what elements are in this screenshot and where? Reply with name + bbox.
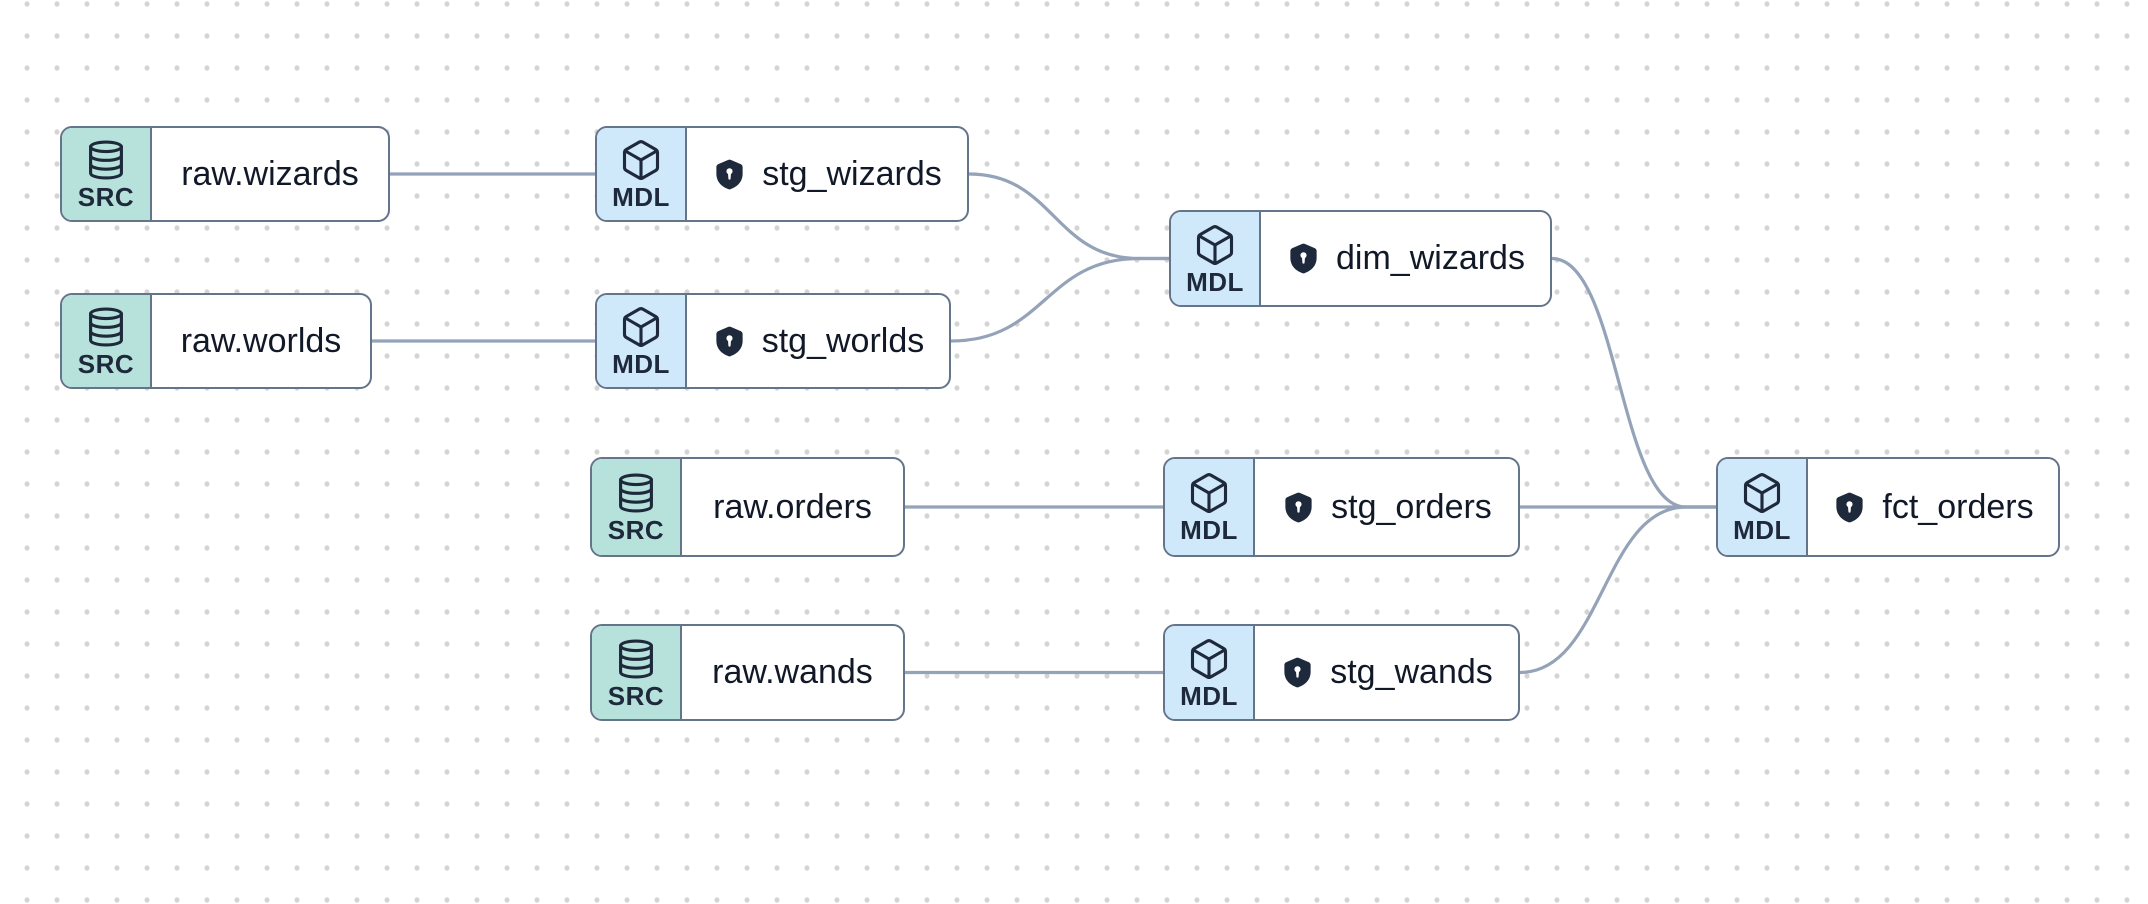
node-type-badge: MDL [597,295,687,387]
cube-icon [1187,471,1231,515]
node-stg-orders[interactable]: MDL stg_orders [1163,457,1520,557]
node-label: dim_wizards [1336,239,1525,277]
node-raw-wizards[interactable]: SRC raw.wizards [60,126,390,222]
node-body: stg_orders [1255,459,1518,555]
shield-lock-icon [712,157,747,192]
node-type-badge: SRC [62,295,152,387]
node-label: raw.orders [713,487,872,526]
node-type-label: MDL [1180,680,1238,711]
node-raw-worlds[interactable]: SRC raw.worlds [60,293,372,389]
node-type-badge: MDL [1165,626,1255,719]
shield-lock-icon [1281,490,1316,525]
node-label: raw.wands [712,653,873,691]
node-label: stg_wands [1330,653,1493,691]
node-label: raw.worlds [180,321,342,360]
node-type-label: SRC [607,515,665,545]
cube-icon [1193,223,1237,267]
node-type-label: SRC [77,182,135,212]
node-raw-orders[interactable]: SRC raw.orders [590,457,905,557]
node-type-label: MDL [1733,515,1791,545]
node-type-label: MDL [1180,515,1238,545]
node-body: stg_worlds [687,295,949,387]
database-icon [614,637,658,681]
cube-icon [619,138,663,182]
node-type-badge: SRC [592,459,682,555]
node-stg-wands[interactable]: MDL stg_wands [1163,624,1520,721]
node-body: raw.worlds [152,295,370,387]
node-body: raw.wizards [152,128,388,220]
node-body: stg_wizards [687,128,967,220]
node-type-badge: MDL [1718,459,1808,555]
node-type-label: MDL [1186,266,1244,297]
node-label: raw.wizards [181,154,359,193]
node-stg-wizards[interactable]: MDL stg_wizards [595,126,969,222]
edge-dim-wizards-to-fct-orders [1550,256,1718,509]
node-body: raw.wands [682,626,903,719]
node-fct-orders[interactable]: MDL fct_orders [1716,457,2060,557]
node-type-badge: MDL [597,128,687,220]
node-stg-worlds[interactable]: MDL stg_worlds [595,293,951,389]
node-dim-wizards[interactable]: MDL dim_wizards [1169,210,1552,307]
edge-stg-worlds-to-dim-wizards [949,256,1171,343]
database-icon [614,471,658,515]
node-raw-wands[interactable]: SRC raw.wands [590,624,905,721]
node-type-label: SRC [607,680,665,711]
node-body: fct_orders [1808,459,2058,555]
node-label: stg_orders [1331,487,1492,526]
shield-lock-icon [712,324,747,359]
node-body: dim_wizards [1261,212,1550,305]
database-icon [84,305,128,349]
node-label: stg_worlds [761,321,925,360]
node-type-badge: SRC [62,128,152,220]
shield-lock-icon [1832,490,1867,525]
edge-stg-wizards-to-dim-wizards [967,172,1171,261]
database-icon [84,138,128,182]
node-type-badge: MDL [1171,212,1261,305]
cube-icon [1740,471,1784,515]
node-type-badge: SRC [592,626,682,719]
node-type-label: MDL [612,349,670,379]
shield-lock-icon [1280,655,1315,690]
node-label: stg_wizards [762,154,942,193]
node-label: fct_orders [1882,487,2034,526]
shield-lock-icon [1286,241,1321,276]
edge-stg-wands-to-fct-orders [1518,505,1718,675]
node-type-badge: MDL [1165,459,1255,555]
node-type-label: SRC [77,349,135,379]
node-body: raw.orders [682,459,903,555]
node-body: stg_wands [1255,626,1518,719]
cube-icon [619,305,663,349]
node-type-label: MDL [612,182,670,212]
cube-icon [1187,637,1231,681]
